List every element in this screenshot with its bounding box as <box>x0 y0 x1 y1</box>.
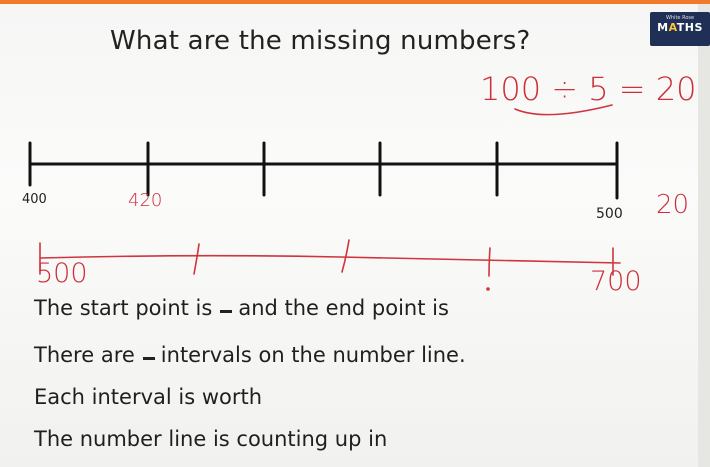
handwritten-start-500: 500 <box>36 258 88 289</box>
red-axis <box>39 254 621 264</box>
question-3: Each interval is worth <box>34 385 263 409</box>
slide-background <box>0 4 710 467</box>
label-500: 500 <box>596 206 623 222</box>
red-tick-4 <box>488 247 491 277</box>
handwritten-end-700: 700 <box>590 266 642 297</box>
slide-title: What are the missing numbers? <box>110 26 531 56</box>
logo-main-text: MATHS <box>657 21 703 34</box>
screen-edge <box>698 4 710 467</box>
red-dot <box>486 287 490 291</box>
answer-blank <box>142 357 155 360</box>
answer-blank <box>220 310 233 313</box>
handwritten-420: 420 <box>128 190 163 211</box>
white-rose-maths-logo: White Rose MATHS <box>650 12 710 46</box>
equation-underline <box>514 104 613 116</box>
top-border <box>0 0 710 4</box>
red-tick-2 <box>193 243 200 275</box>
handwritten-equation: 100 ÷ 5 = 20 <box>480 70 697 108</box>
red-tick-3 <box>341 239 350 273</box>
handwritten-number-line <box>39 104 621 277</box>
handwritten-margin-note: 20 <box>656 190 690 220</box>
label-400: 400 <box>22 192 47 207</box>
logo-small-text: White Rose <box>665 15 695 21</box>
question-4: The number line is counting up in <box>34 427 388 451</box>
printed-number-line <box>28 141 619 200</box>
